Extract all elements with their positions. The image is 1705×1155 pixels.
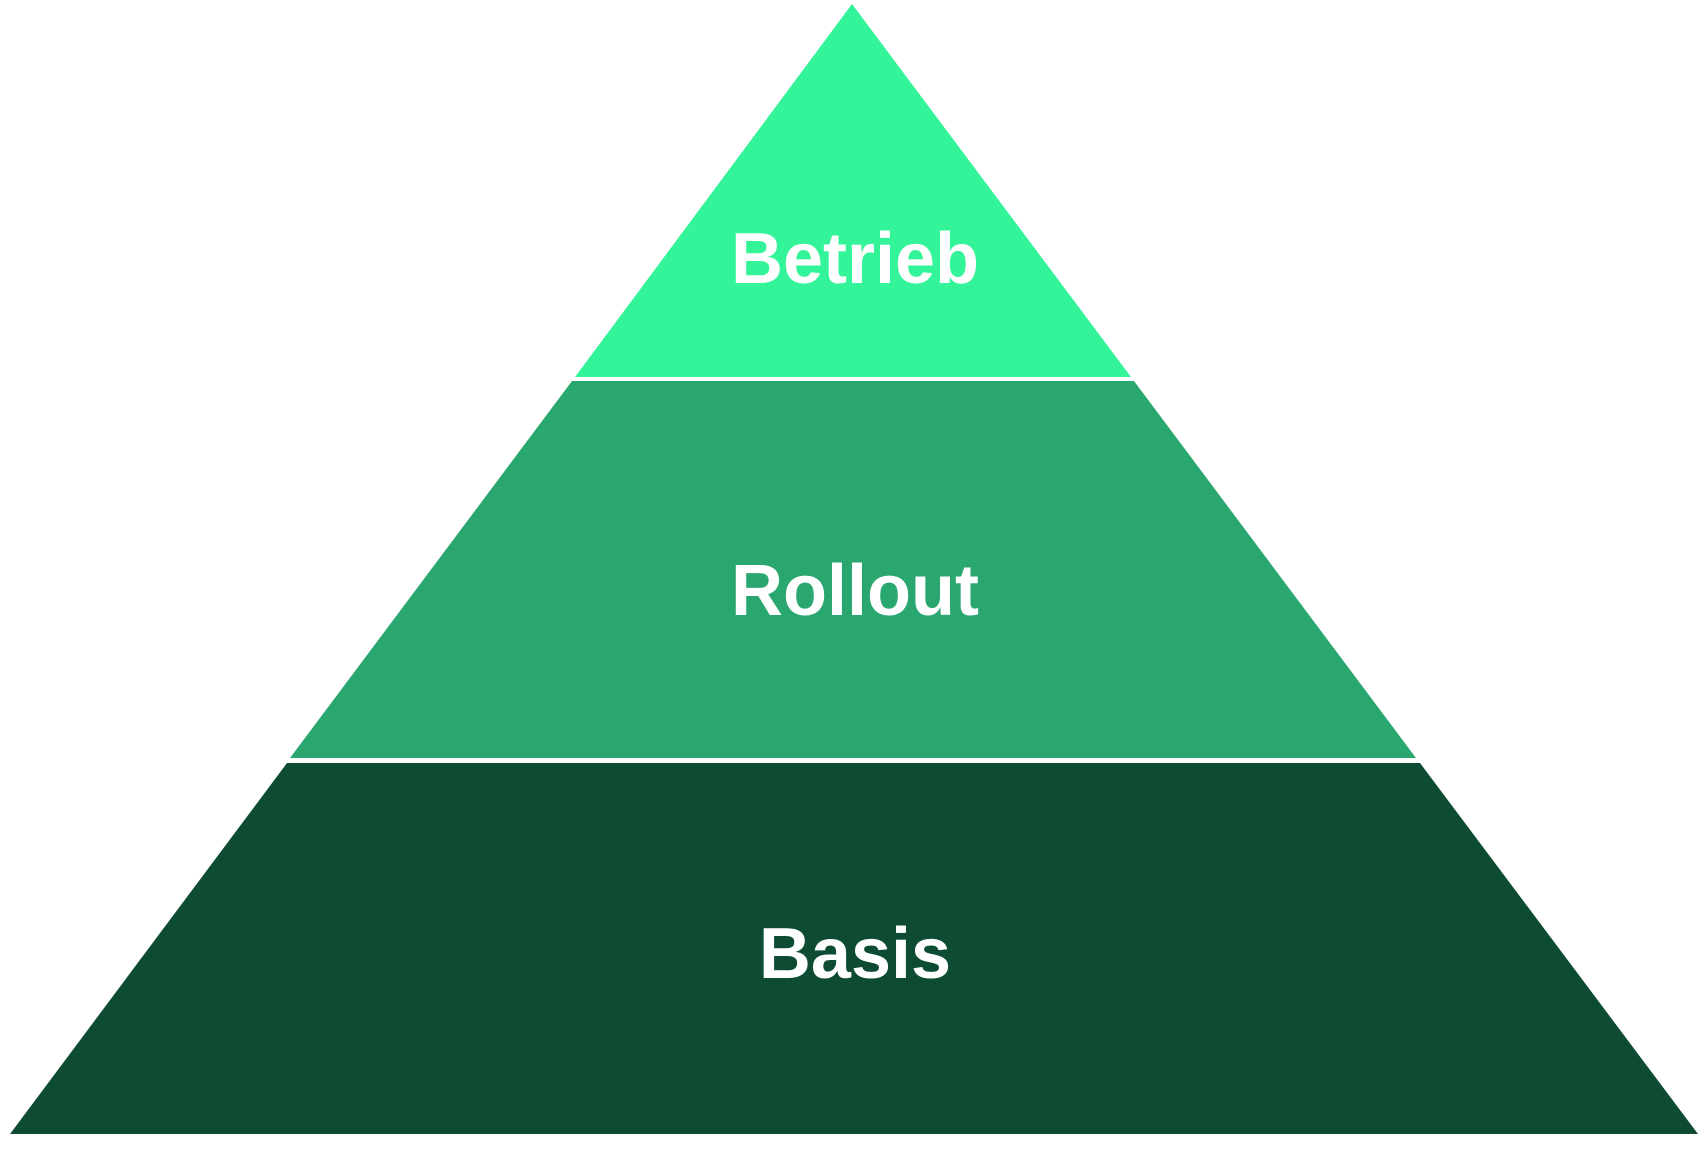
pyramid-bottom-layer-label: Basis	[759, 914, 951, 994]
pyramid-middle-layer-label: Rollout	[731, 551, 979, 631]
pyramid-bottom-layer	[10, 763, 1698, 1134]
pyramid-middle-layer	[290, 381, 1416, 758]
pyramid-top-layer-label: Betrieb	[731, 219, 979, 299]
pyramid-top-layer	[575, 4, 1131, 377]
